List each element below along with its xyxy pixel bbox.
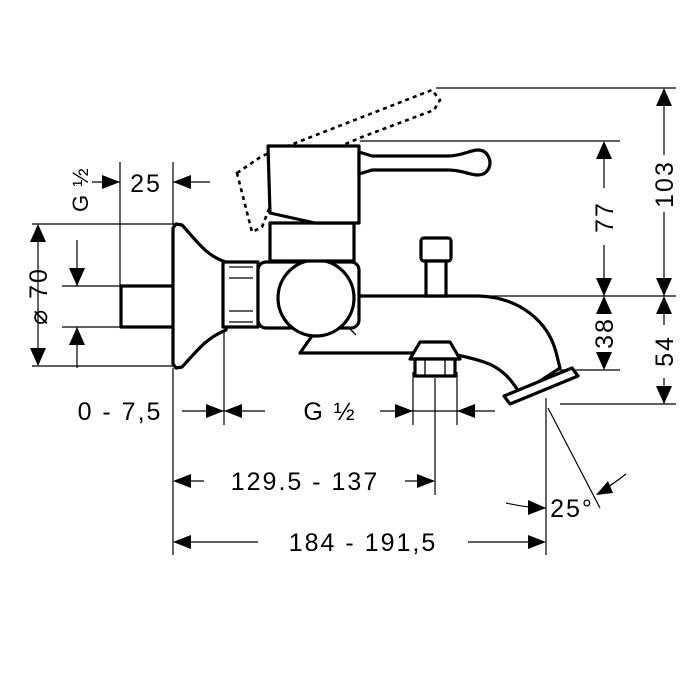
label-thread-top: G ½ bbox=[68, 167, 93, 212]
label-103: 103 bbox=[651, 160, 679, 208]
label-25-degrees: 25° bbox=[550, 495, 594, 523]
extension-lines bbox=[32, 87, 676, 555]
escutcheon bbox=[171, 222, 228, 370]
faucet bbox=[119, 88, 580, 406]
label-129-137: 129.5 - 137 bbox=[231, 468, 380, 496]
bottom-outlet bbox=[413, 357, 457, 378]
label-25: 25 bbox=[130, 170, 162, 198]
label-184-191: 184 - 191,5 bbox=[289, 529, 438, 557]
diverter-knob bbox=[419, 236, 453, 263]
label-54: 54 bbox=[651, 335, 679, 367]
dimensions bbox=[30, 88, 672, 549]
cartridge-neck bbox=[268, 221, 356, 263]
bottom-outlet-nut bbox=[408, 340, 462, 361]
aerator bbox=[502, 366, 580, 406]
dimension-labels: G ½ 25 ⌀ 70 0 - 7,5 G ½ 129.5 - 137 184 … bbox=[25, 160, 679, 557]
lever-alt-position bbox=[235, 88, 442, 234]
hex-nut bbox=[221, 260, 260, 329]
wall-pipe bbox=[119, 284, 179, 329]
mixer-cap bbox=[276, 258, 356, 338]
label-77: 77 bbox=[591, 201, 619, 233]
label-70: ⌀ 70 bbox=[25, 267, 53, 325]
label-thread-bottom: G ½ bbox=[303, 398, 356, 426]
label-0-7-5: 0 - 7,5 bbox=[78, 398, 163, 426]
label-38: 38 bbox=[591, 317, 619, 349]
lever-handle bbox=[357, 148, 492, 177]
diverter-stem bbox=[424, 259, 448, 298]
lever-cap bbox=[266, 144, 361, 225]
